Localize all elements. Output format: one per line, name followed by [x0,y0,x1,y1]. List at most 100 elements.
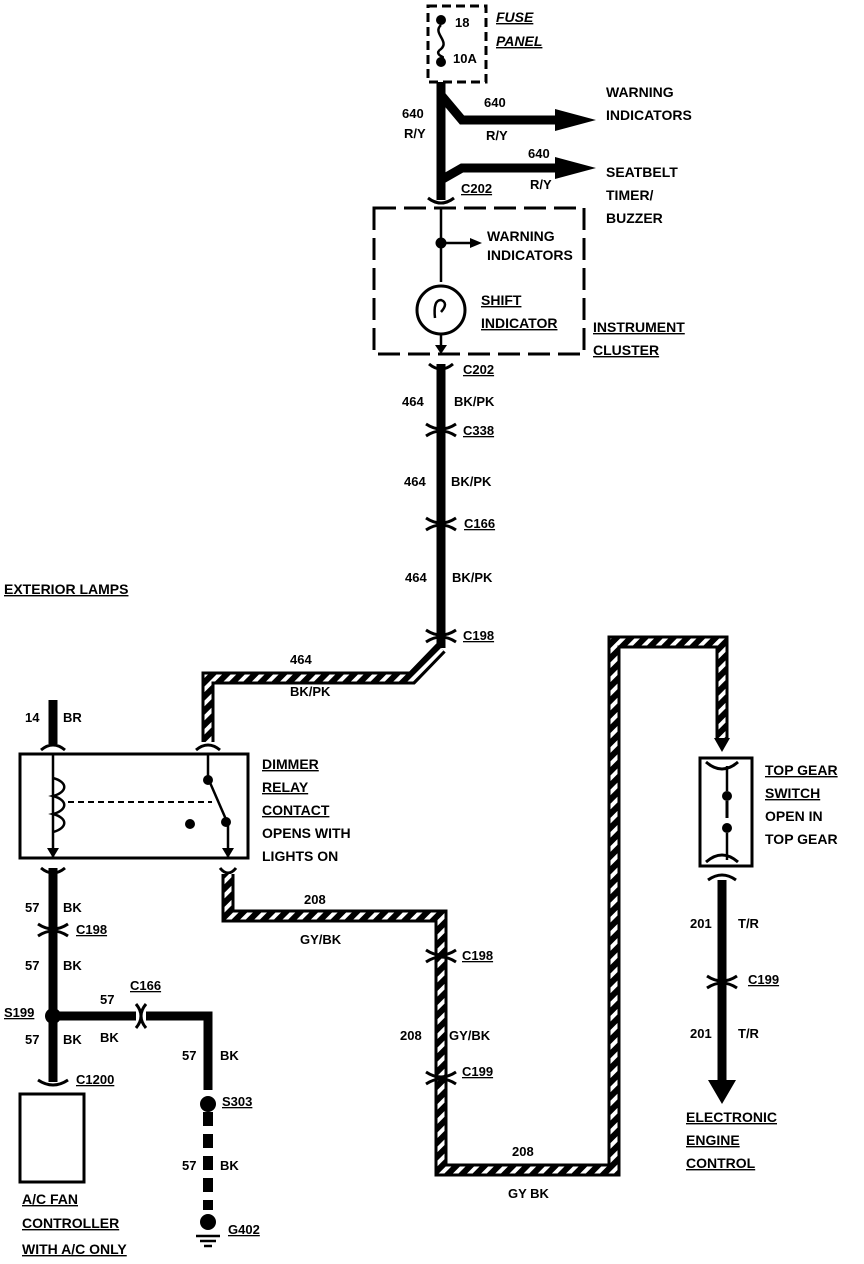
c198-left-connector-icon [37,922,69,938]
cluster-label-2: CLUSTER [593,342,659,358]
g402-label: G402 [228,1222,260,1237]
h464-color: BK/PK [290,684,331,699]
c338-label: C338 [463,423,494,438]
wire-208: 208 GY/BK C198 208 GY/BK C199 208 GY BK [218,635,730,1201]
rg-seg1-color: BK [220,1048,239,1063]
rg-seg2-circuit: 57 [182,1158,196,1173]
run3-circuit: 464 [405,570,427,585]
relay-out-left-connector-icon [40,866,66,875]
run-464: C202 464 BK/PK C338 464 BK/PK C166 464 B… [402,362,495,648]
instrument-cluster: C202 WARNING INDICATORS SHIFT INDICATOR … [372,181,685,358]
branch1-dest-1: WARNING [606,84,674,100]
run2-color: BK/PK [451,474,492,489]
c199-208-label: C199 [462,1064,493,1079]
fuse-panel-label-2: PANEL [496,33,542,49]
fuse-panel: 18 10A FUSE PANEL [426,4,542,84]
relay-coil-icon [48,776,66,834]
run3-color: BK/PK [452,570,493,585]
c202-top-label: C202 [461,181,492,196]
dimmer-label-4: OPENS WITH [262,825,351,841]
w201-arrow [708,1080,736,1104]
w208-bottom-circuit: 208 [512,1144,534,1159]
c198-208-label: C198 [462,948,493,963]
fuse-terminal-bottom [436,57,446,67]
switch-contact-bottom [722,823,732,833]
dimmer-label-5: LIGHTS ON [262,848,338,864]
ac-fan-controller: A/C FAN CONTROLLER WITH A/C ONLY [18,1092,127,1257]
fuse-terminal-top [436,15,446,25]
relay-out-left-arrow [47,848,59,858]
electronic-engine-control: ELECTRONIC ENGINE CONTROL [686,1109,777,1171]
w208-outline [221,635,729,1177]
ac-fan-box [18,1092,86,1184]
eec-label-1: ELECTRONIC [686,1109,777,1125]
w201-seg1-circuit: 201 [690,916,712,931]
relay-in-right-connector-icon [195,743,221,752]
w208-top-circuit: 208 [304,892,326,907]
branch2-dest-3: BUZZER [606,210,663,226]
exterior-lamps-label: EXTERIOR LAMPS [4,581,128,597]
cluster-warning-1: WARNING [487,228,555,244]
lamp-filament-icon [433,298,447,319]
lg-seg2-color: BK [63,958,82,973]
right-ground: 57 BK S303 57 BK G402 [182,1048,260,1248]
lg-branch-circuit: 57 [100,992,114,1007]
wire-201: 201 T/R C199 201 T/R [690,873,779,1104]
cluster-splice-dot [435,237,447,249]
w208-mid-color: GY/BK [449,1028,491,1043]
branch1-dest-2: INDICATORS [606,107,692,123]
seatbelt-branch-wire [438,163,555,184]
w201-seg2-circuit: 201 [690,1026,712,1041]
warning-branch-wire [437,92,555,125]
lg-seg2-circuit: 57 [25,958,39,973]
h464-stripe [204,645,444,742]
relay-in-left-connector-icon [40,743,66,752]
fuse-element-icon [436,24,445,59]
dimmer-relay: DIMMER RELAY CONTACT OPENS WITH LIGHTS O… [18,743,351,864]
top-gear-in-connector-icon [705,760,739,771]
lg-seg1-color: BK [63,900,82,915]
s199-label: S199 [4,1005,34,1020]
s303-splice-dot [200,1096,216,1112]
rg-seg2-color: BK [220,1158,239,1173]
ac-fan-label-2: CONTROLLER [22,1215,119,1231]
branch2-dest-1: SEATBELT [606,164,678,180]
c198-left-label: C198 [76,922,107,937]
w201-seg1-color: T/R [738,916,760,931]
w208-bottom-color: GY BK [508,1186,550,1201]
relay-contact-wire [206,754,230,858]
c338-connector-icon [425,422,457,438]
shift-indicator-lamp-icon [415,284,467,336]
br-feed: 14 BR [25,700,82,744]
run2-circuit: 464 [404,474,426,489]
branch2-dest-2: TIMER/ [606,187,654,203]
c199-201-label: C199 [748,972,779,987]
branch1-color: R/Y [486,128,508,143]
left-ground: 57 BK C198 57 BK S199 57 BK C1200 57 BK … [4,866,213,1090]
relay-contact-dot-top [203,775,213,785]
fuse-rating: 10A [453,51,477,66]
c199-208-connector-icon [425,1070,457,1086]
feed-640: 640 R/Y 640 R/Y WARNING INDICATORS 640 R… [402,82,692,226]
c202-bottom-label: C202 [463,362,494,377]
branch2-circuit: 640 [528,146,550,161]
seatbelt-branch-arrow [555,157,596,179]
horizontal-464: 464 BK/PK [201,643,446,742]
cluster-label-1: INSTRUMENT [593,319,685,335]
fuse-panel-outline [426,4,488,84]
eec-label-2: ENGINE [686,1132,740,1148]
lg-branch-wire-b [146,1011,213,1090]
c198-top-label: C198 [463,628,494,643]
br-circuit: 14 [25,710,40,725]
top-gear-label-1: TOP GEAR [765,762,838,778]
top-gear-switch: TOP GEAR SWITCH OPEN IN TOP GEAR [698,756,838,868]
relay-contact-dot-left [185,819,195,829]
run1-circuit: 464 [402,394,424,409]
relay-contact-dot-right [221,817,231,827]
dimmer-label-1: DIMMER [262,756,319,772]
feed-color: R/Y [404,126,426,141]
top-gear-out-connector-icon [705,853,739,864]
relay-out-right-arrow [222,848,234,858]
top-gear-in-arrow [714,738,730,752]
h464-circuit: 464 [290,652,312,667]
